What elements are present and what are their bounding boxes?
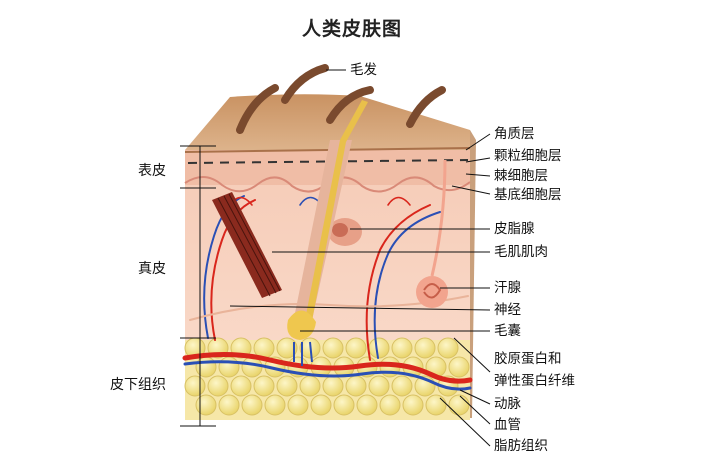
surface-hairs [236, 64, 446, 134]
fat-cell [368, 375, 390, 397]
fat-cell [448, 394, 470, 416]
label-dermis: 真皮 [138, 261, 166, 277]
label-hair: 毛发 [350, 62, 377, 78]
label-subcutaneous: 皮下组织 [110, 377, 166, 393]
label-stratum-corneum: 角质层 [494, 126, 535, 142]
fat-cell [356, 394, 378, 416]
fat-cell [379, 394, 401, 416]
capillary-loop-2 [387, 196, 411, 206]
fat-cell [345, 337, 367, 359]
label-nerve: 神经 [494, 302, 521, 318]
label-collagen: 胶原蛋白和 [494, 351, 562, 367]
fat-cell [195, 356, 217, 378]
fat-cell [264, 394, 286, 416]
hair-shaft [305, 100, 368, 321]
label-fat-tissue: 脂肪组织 [494, 438, 548, 454]
fat-cell [322, 337, 344, 359]
fat-cell [218, 394, 240, 416]
fat-cell [276, 375, 298, 397]
sweat-gland [416, 159, 448, 308]
artery-branch-2 [365, 204, 431, 361]
fat-cell [276, 337, 298, 359]
label-artery: 动脉 [494, 396, 521, 412]
vein-branch-2 [373, 211, 441, 359]
label-spinous-layer: 棘细胞层 [494, 168, 548, 184]
fat-cell [218, 356, 240, 378]
fat-cell [345, 375, 367, 397]
label-granular-layer: 颗粒细胞层 [494, 148, 562, 164]
fat-cell [391, 375, 413, 397]
fat-cell [322, 375, 344, 397]
sebaceous-gland [328, 218, 362, 246]
fat-cell [241, 394, 263, 416]
vein-main [183, 360, 472, 391]
fat-cell [184, 375, 206, 397]
fat-cell [437, 337, 459, 359]
leader-lines [180, 69, 491, 447]
fat-cell [425, 394, 447, 416]
hair-follicle [287, 100, 368, 366]
label-hair-follicle: 毛囊 [494, 323, 521, 339]
fat-cell [207, 375, 229, 397]
label-blood-vessel: 血管 [494, 417, 521, 433]
label-epidermis: 表皮 [138, 163, 166, 179]
fat-cell [299, 375, 321, 397]
artery-main [182, 351, 473, 384]
fat-cell [253, 375, 275, 397]
fat-cell [195, 394, 217, 416]
label-sweat-gland: 汗腺 [494, 280, 521, 296]
fat-cell [287, 394, 309, 416]
fat-cell [402, 394, 424, 416]
fat-cell [448, 356, 470, 378]
label-basal-layer: 基底细胞层 [494, 187, 562, 203]
fat-cell [414, 337, 436, 359]
label-elastin: 弹性蛋白纤维 [494, 373, 575, 389]
dermis-region [185, 180, 470, 340]
label-arrector-pili: 毛肌肌肉 [494, 244, 548, 260]
fat-cell [310, 394, 332, 416]
arrector-pili-muscle [212, 192, 282, 298]
fat-cell [230, 375, 252, 397]
fat-cell [333, 394, 355, 416]
stratum-corneum-line [184, 147, 471, 153]
fat-cell [368, 337, 390, 359]
fat-cell [391, 337, 413, 359]
label-sebaceous-gland: 皮脂腺 [494, 221, 535, 237]
diagram-title: 人类皮肤图 [301, 18, 402, 40]
